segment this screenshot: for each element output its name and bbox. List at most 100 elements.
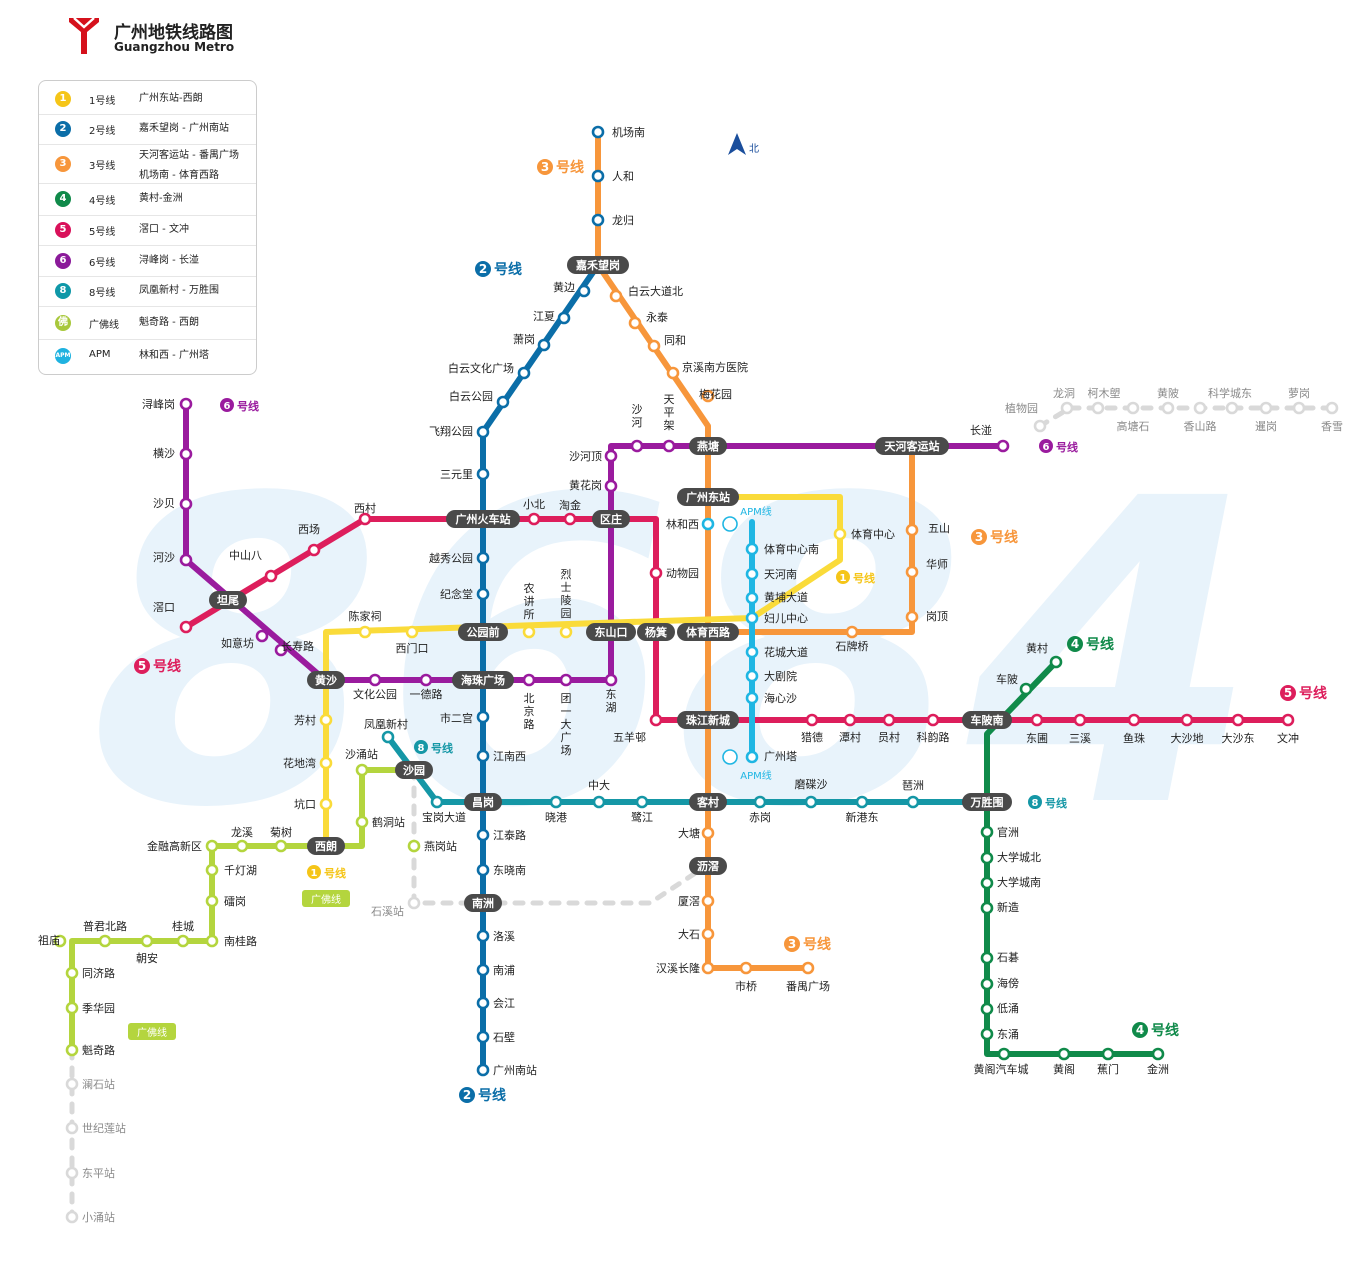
legend-badge: 8	[55, 283, 71, 299]
station-label: 大	[561, 717, 572, 731]
station-label: 沙河顶	[569, 450, 602, 463]
station-label: 广	[561, 731, 572, 744]
station-dot	[745, 567, 759, 581]
line-number-circle	[784, 936, 800, 952]
station-label: 琶洲	[902, 779, 924, 792]
legend-badge: 4	[55, 191, 71, 207]
station-dot	[476, 587, 490, 601]
station-dot	[745, 645, 759, 659]
station-dot	[980, 876, 994, 890]
station-label: 宝岗大道	[422, 810, 466, 824]
interchange-label: 沙园	[403, 764, 425, 777]
station-label: 员村	[878, 730, 900, 744]
station-label: 东湖	[606, 688, 617, 714]
station-label: 京	[524, 704, 535, 718]
station-label: 一德路	[410, 687, 443, 701]
station-label: 石碁	[997, 950, 1019, 964]
interchange-badge	[395, 761, 433, 779]
legend-badge: 5	[55, 222, 71, 238]
line-tag-bg	[302, 890, 350, 907]
station-dot	[801, 961, 815, 975]
line-number: 6	[224, 401, 231, 412]
station-label: 妇儿中心	[764, 612, 808, 625]
station-dot	[905, 565, 919, 579]
interchange-label: 天河客运站	[885, 439, 940, 453]
station-label: 官洲	[997, 825, 1019, 839]
legend-line-desc: 林和西 - 广州塔	[139, 349, 209, 361]
station-dot	[739, 961, 753, 975]
station-label: 石牌桥	[836, 639, 869, 653]
station-label: 龙洞	[1053, 387, 1075, 400]
station-dot	[476, 467, 490, 481]
line-tag-bg	[128, 1023, 176, 1040]
station-dot	[53, 934, 67, 948]
station-label: 金融高新区	[147, 839, 202, 853]
station-dot	[140, 934, 154, 948]
legend-line-desc: 黄村-金洲	[139, 193, 183, 204]
station-label: 天河南	[764, 568, 797, 581]
interchange-hub: 燕塘	[689, 437, 727, 455]
legend-badge: 3	[55, 155, 71, 172]
legend-line-code: 2号线	[89, 126, 116, 137]
station-label: 三元里	[440, 468, 473, 481]
station-dot	[235, 839, 249, 853]
metro-logo-icon	[69, 17, 99, 54]
line-4	[984, 659, 1161, 1057]
station-label: 广州南站	[493, 1063, 537, 1077]
station-dot	[1151, 1047, 1165, 1061]
station-label: 大学城北	[997, 850, 1041, 864]
station-dot	[274, 839, 288, 853]
station-label: 燕岗站	[424, 839, 457, 853]
station-dot	[205, 863, 219, 877]
station-dot	[649, 713, 663, 727]
station-label: 香雪	[1321, 420, 1343, 433]
station-label: 龙归	[612, 213, 634, 227]
station-label: 五山	[928, 522, 950, 535]
interchange-badge	[677, 488, 739, 506]
interchange-hub: 万胜围	[962, 793, 1012, 811]
map-subtitle: Guangzhou Metro	[114, 40, 235, 54]
station-label: 士	[561, 581, 572, 594]
station-label: 鱼珠	[1123, 731, 1145, 745]
station-dot	[476, 963, 490, 977]
station-dot	[176, 934, 190, 948]
legend-line-desc: 广州东站-西朗	[139, 92, 203, 104]
interchange-label: 客村	[696, 795, 719, 809]
station-label: 黄埔大道	[764, 590, 808, 604]
station-label: 黄花岗	[569, 478, 602, 492]
station-label: 鹤洞站	[372, 815, 405, 829]
interchange-badge	[586, 623, 636, 641]
line-number: 1	[311, 868, 318, 879]
station-dot	[996, 439, 1010, 453]
line-number: 2	[479, 262, 487, 276]
station-label: 黄村	[1026, 641, 1048, 655]
station-dot	[609, 289, 623, 303]
station-label: 沙贝	[153, 497, 175, 510]
station-dot	[179, 620, 193, 634]
station-dot	[1073, 713, 1087, 727]
station-dot	[1292, 401, 1306, 415]
station-dot	[476, 929, 490, 943]
interchange-label: 黄沙	[315, 673, 337, 687]
line-tag: 广佛线	[128, 1023, 176, 1040]
future-line-branch	[411, 767, 703, 906]
station-dot	[701, 927, 715, 941]
station-label: 平	[664, 406, 675, 419]
station-label: 海心沙	[764, 691, 797, 705]
station-dot	[980, 825, 994, 839]
station-dot	[1049, 655, 1063, 669]
interchange-label: 燕塘	[697, 439, 719, 453]
station-dot	[1193, 401, 1207, 415]
station-label: 赤岗	[749, 811, 771, 824]
line-number-circle	[1067, 636, 1083, 652]
station-label: 柯木塱	[1088, 386, 1121, 400]
station-label: 机场南	[612, 125, 645, 139]
line-number-text: 号线	[431, 741, 453, 755]
station-label: 所	[524, 608, 535, 621]
